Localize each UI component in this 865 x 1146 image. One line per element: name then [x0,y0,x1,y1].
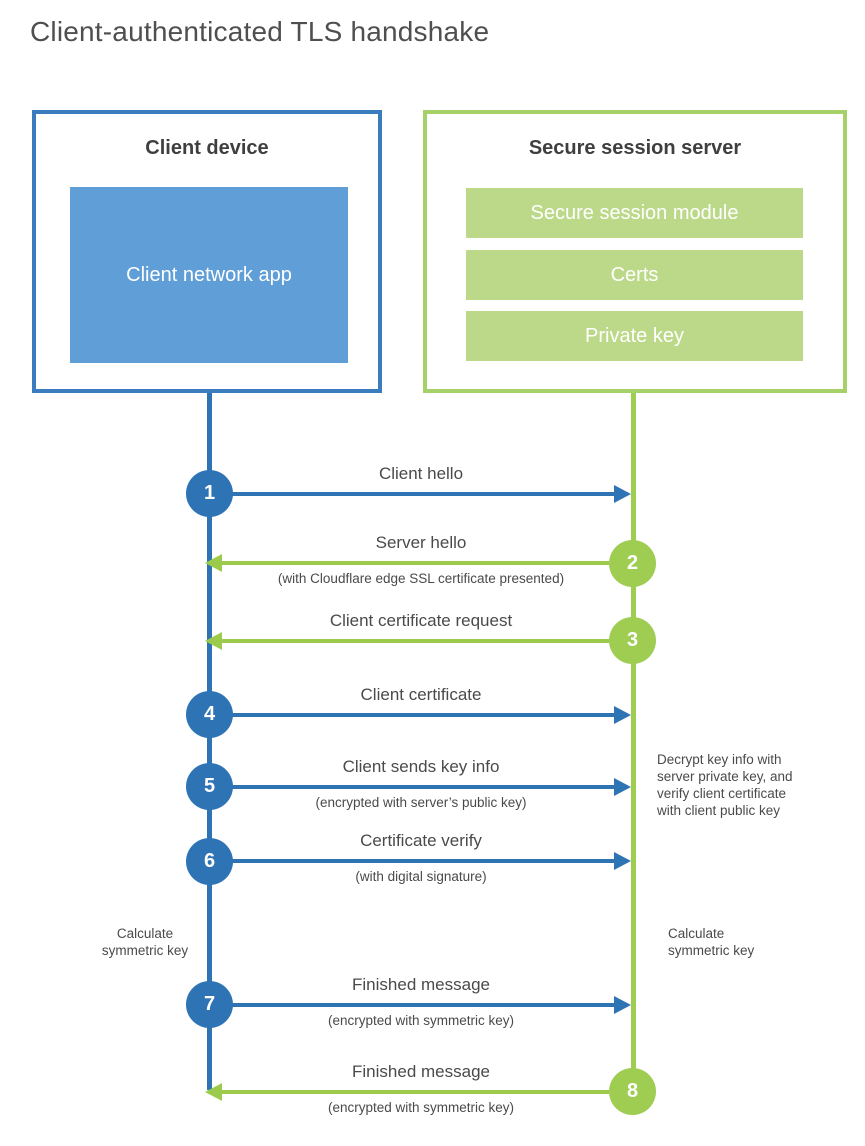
message-label: Client certificate request [329,611,513,630]
arrow-right-icon [614,852,631,870]
step-node-4: 4 [186,691,233,738]
message-subtext: (encrypted with server’s public key) [315,795,527,810]
message-row-client-hello: Client hello [209,462,633,522]
message-row-server-hello: Server hello (with Cloudflare edge SSL c… [205,531,633,591]
client-calculate-symmetric-key-note: Calculate symmetric key [101,926,189,958]
client-device-title: Client device [145,137,269,159]
server-module-private-key: Private key [466,311,803,361]
step-node-2: 2 [609,540,656,587]
arrow-left-icon [205,1083,222,1101]
step-node-3: 3 [609,617,656,664]
client-network-app-label: Client network app [126,264,292,286]
secure-session-server-title: Secure session server [528,137,742,159]
message-row-certificate-verify: Certificate verify (with digital signatu… [209,829,633,889]
message-label: Finished message [352,975,490,994]
server-calculate-symmetric-key-note: Calculate symmetric key [668,926,755,958]
step-node-5: 5 [186,763,233,810]
message-label: Client sends key info [342,757,500,776]
arrow-right-icon [614,485,631,503]
step-node-8: 8 [609,1068,656,1115]
message-subtext: (with Cloudflare edge SSL certificate pr… [277,571,565,586]
arrow-line [232,492,616,496]
step-node-7: 7 [186,981,233,1028]
message-row-finished-message-server: Finished message (encrypted with symmetr… [205,1060,633,1120]
message-subtext: (encrypted with symmetric key) [327,1100,515,1115]
arrow-line [232,785,616,789]
message-row-client-sends-key-info: Client sends key info (encrypted with se… [209,755,633,815]
client-lifeline [207,393,212,1090]
message-subtext: (with digital signature) [355,869,487,884]
arrow-right-icon [614,996,631,1014]
arrow-line [232,1003,616,1007]
server-module-certs: Certs [466,250,803,300]
arrow-right-icon [614,706,631,724]
arrow-left-icon [205,554,222,572]
message-label: Client certificate [360,685,482,704]
message-label: Client hello [378,464,464,483]
server-lifeline [631,393,636,1095]
step-node-1: 1 [186,470,233,517]
page-title: Client-authenticated TLS handshake [30,16,490,47]
arrow-left-icon [205,632,222,650]
arrow-line [232,859,616,863]
message-label: Finished message [352,1062,490,1081]
arrow-line [222,561,609,565]
arrow-right-icon [614,778,631,796]
client-network-app-box: Client network app [70,187,348,363]
step-node-6: 6 [186,838,233,885]
arrow-line [232,713,616,717]
message-label: Server hello [375,533,467,552]
arrow-line [222,1090,609,1094]
message-label: Certificate verify [360,831,482,850]
message-row-client-certificate: Client certificate [209,683,633,743]
arrow-line [222,639,609,643]
message-subtext: (encrypted with symmetric key) [327,1013,515,1028]
decrypt-key-info-note: Decrypt key info with server private key… [657,752,793,818]
message-row-finished-message-client: Finished message (encrypted with symmetr… [209,973,633,1033]
server-module-secure-session-module: Secure session module [466,188,803,238]
message-row-client-certificate-request: Client certificate request [205,609,633,669]
